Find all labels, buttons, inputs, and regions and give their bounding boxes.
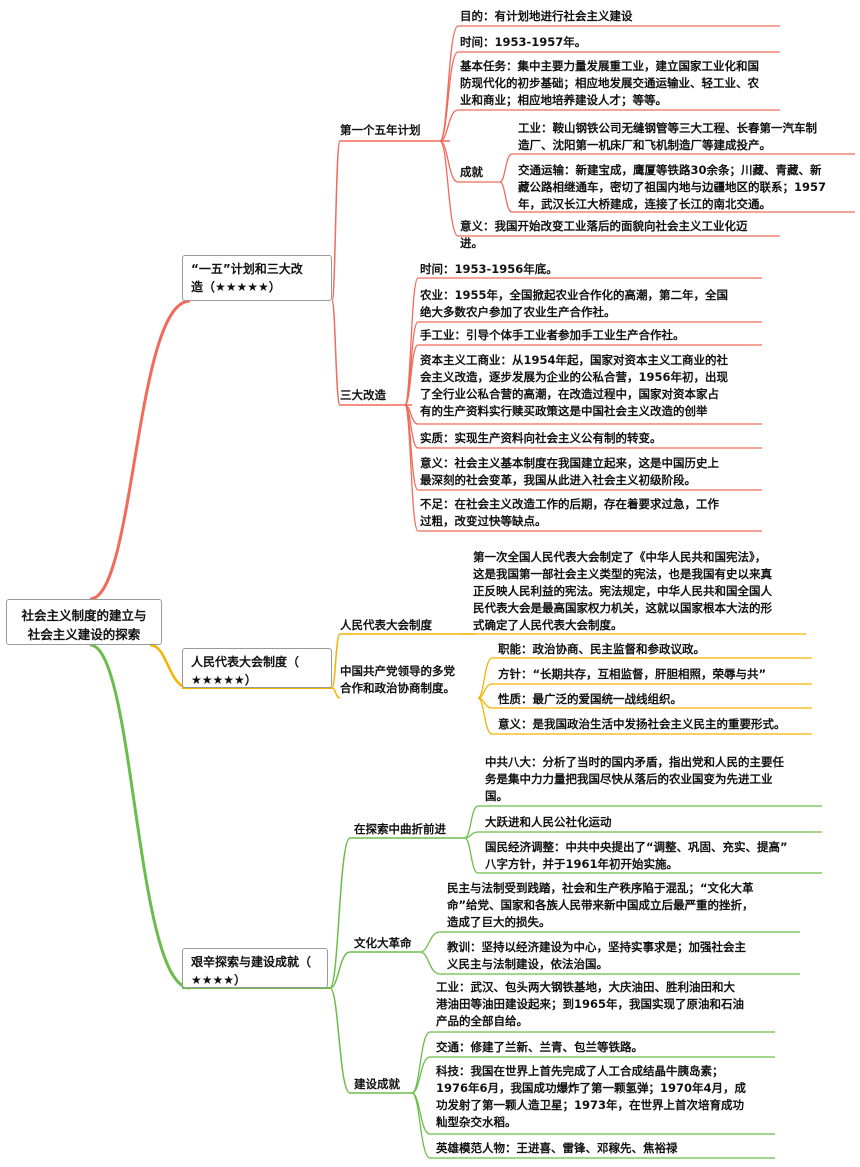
topic-three-transformations[interactable]: 三大改造 <box>340 388 386 402</box>
leaf-economic-adjustment[interactable]: 国民经济调整：中共中央提出了“调整、巩固、充实、提高” 八字方针，并于1961年… <box>485 840 788 871</box>
leaf-basic-task[interactable]: 基本任务：集中主要力量发展重工业，建立国家工业化和国 防现代化的初步基础；相应地… <box>460 59 759 107</box>
topic-achievements[interactable]: 成就 <box>460 165 483 179</box>
edge-explore-eighth <box>464 805 479 839</box>
leaf-cultural-revolution-desc[interactable]: 民主与法制受到践踏，社会和生产秩序陷于混乱；“文化大革 命”给党、国家和各族人民… <box>447 881 754 929</box>
topic-tortuous-exploration[interactable]: 在探索中曲折前进 <box>354 822 446 836</box>
edge-culture-lesson <box>419 951 441 975</box>
edge-b1-three <box>331 300 341 406</box>
edge-b3-culture <box>329 951 351 989</box>
topic-multiparty-cooperation[interactable]: 中国共产党领导的多党 合作和政治协商制度。 <box>340 664 455 695</box>
topic-npc[interactable]: 人民代表大会制度 <box>340 618 432 632</box>
leaf-build-tech[interactable]: 科技：我国在世界上首先完成了人工合成结晶牛胰岛素； 1976年6月，我国成功爆炸… <box>436 1064 747 1129</box>
leaf-time[interactable]: 时间：1953-1957年。 <box>460 35 587 49</box>
edge-cpc-meaning <box>477 697 493 735</box>
edge-root-b1 <box>89 299 191 601</box>
edge-explore-adjust <box>464 837 479 874</box>
edge-fyp-achievements <box>439 140 459 183</box>
branch-exploration[interactable]: 艰辛探索与建设成就（ ★★★★） <box>182 948 328 988</box>
root-topic[interactable]: 社会主义制度的建立与 社会主义建设的探索 <box>6 599 162 645</box>
edge-b3-explore <box>329 837 351 989</box>
leaf-three-meaning[interactable]: 意义：社会主义基本制度在我国建立起来，这是中国历史上 最深刻的社会变革，我国从此… <box>420 456 719 487</box>
edge-three-shortfall <box>404 404 419 532</box>
edge-ach-industry <box>499 153 513 183</box>
leaf-industry[interactable]: 工业：鞍山钢铁公司无缝钢管等三大工程、长春第一汽车制 造厂、沈阳第一机床厂和飞机… <box>518 121 817 152</box>
topic-construction-achievements[interactable]: 建设成就 <box>354 1077 400 1091</box>
branch-npc-system[interactable]: 人民代表大会制度（ ★★★★★） <box>182 648 332 688</box>
edge-fyp-time <box>439 51 459 142</box>
leaf-eighth-congress[interactable]: 中共八大：分析了当时的国内矛盾，指出党和人民的主要任 务是集中力力量把我国尽快从… <box>485 755 784 803</box>
edge-fyp-meaning <box>439 140 459 237</box>
leaf-lesson[interactable]: 教训：坚持以经济建设为中心，坚持实事求是；加强社会主 义民主与法制建设，依法治国… <box>447 940 746 971</box>
edge-build-transport <box>411 1056 431 1094</box>
edge-build-heroes <box>411 1092 431 1159</box>
leaf-great-leap[interactable]: 大跃进和人民公社化运动 <box>485 815 612 829</box>
edge-cpc-function <box>477 657 493 699</box>
leaf-transport[interactable]: 交通运输：新建宝成，鹰厦等铁路30余条；川藏、青藏、新 藏公路相继通车，密切了祖… <box>518 163 827 211</box>
leaf-three-time[interactable]: 时间：1953-1956年底。 <box>420 262 558 276</box>
leaf-purpose[interactable]: 目的：有计划地进行社会主义建设 <box>460 9 633 23</box>
leaf-shortfall[interactable]: 不足：在社会主义改造工作的后期，存在着要求过急，工作 过粗，改变过快等缺点。 <box>420 497 719 528</box>
edge-culture-desc <box>419 931 441 953</box>
edge-ach-transport <box>499 181 513 213</box>
leaf-npc-desc[interactable]: 第一次全国人民代表大会制定了《中华人民共和国宪法》， 这是我国第一部社会主义类型… <box>473 550 772 632</box>
leaf-cpc-meaning[interactable]: 意义：是我国政治生活中发扬社会主义民主的重要形式。 <box>498 717 786 731</box>
leaf-essence[interactable]: 实质：实现生产资料向社会主义公有制的转变。 <box>420 431 662 445</box>
edge-b3-build <box>329 987 351 1094</box>
leaf-heroes[interactable]: 英雄模范人物：王进喜、雷锋、邓稼先、焦裕禄 <box>436 1141 678 1155</box>
branch-five-year-plan[interactable]: “一五”计划和三大改 造（★★★★★） <box>182 255 332 301</box>
edge-b2-cpc <box>331 687 341 699</box>
leaf-handicraft[interactable]: 手工业：引导个体手工业者参加手工业生产合作社。 <box>420 328 685 342</box>
leaf-nature[interactable]: 性质：最广泛的爱国统一战线组织。 <box>498 692 682 706</box>
edge-three-time <box>404 277 419 406</box>
leaf-agriculture[interactable]: 农业：1955年，全国掀起农业合作化的高潮，第二年，全国 绝大多数农户参加了农业… <box>420 288 729 319</box>
leaf-build-industry[interactable]: 工业：武汉、包头两大钢铁基地，大庆油田、胜利油田和大 港油田等油田建设起来；到1… <box>436 980 745 1028</box>
edge-fyp-task <box>439 109 459 142</box>
leaf-policy[interactable]: 方针：“长期共存，互相监督，肝胆相照，荣辱与共” <box>498 667 767 681</box>
leaf-meaning[interactable]: 意义：我国开始改变工业落后的面貌向社会主义工业化迈 进。 <box>460 219 748 250</box>
leaf-capitalist-commerce[interactable]: 资本主义工商业：从1954年起，国家对资本主义工商业的社 会主义改造，逐步发展为… <box>420 353 729 418</box>
leaf-function[interactable]: 职能：政治协商、民主监督和参政议政。 <box>498 642 705 656</box>
edge-build-industry <box>411 1031 431 1094</box>
edge-three-craft <box>404 344 419 406</box>
edge-b2-npc <box>331 633 341 689</box>
edge-b1-fyp <box>331 140 341 302</box>
edge-root-b3 <box>89 643 191 990</box>
topic-first-five-year-plan[interactable]: 第一个五年计划 <box>340 123 421 137</box>
topic-cultural-revolution[interactable]: 文化大革命 <box>354 936 412 950</box>
leaf-build-transport[interactable]: 交通：修建了兰新、兰青、包兰等铁路。 <box>436 1040 643 1054</box>
